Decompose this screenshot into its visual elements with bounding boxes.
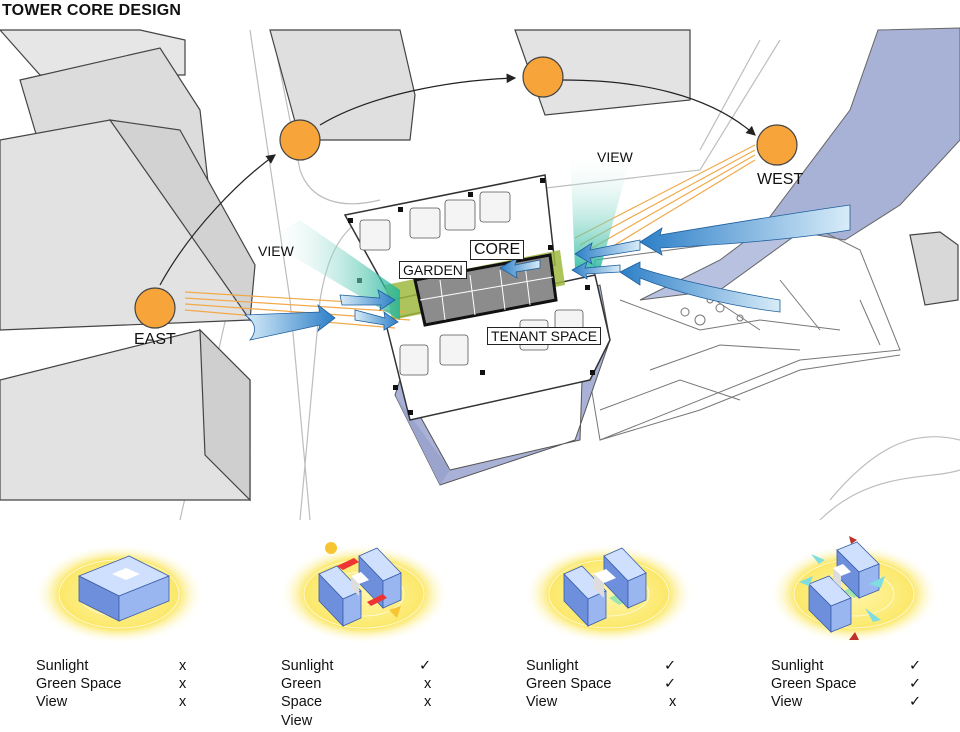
sun-noon bbox=[522, 56, 564, 98]
criterion-mark: x bbox=[669, 694, 677, 711]
option-3-diagram bbox=[524, 544, 694, 644]
criterion-row: Sunlight ✓ bbox=[526, 657, 686, 675]
option-1-diagram bbox=[34, 544, 204, 644]
sun-rays bbox=[184, 144, 756, 329]
sun-icons bbox=[134, 56, 798, 329]
criterion-label: Green Space bbox=[771, 676, 857, 693]
criterion-row: Sunlight ✓ bbox=[281, 657, 441, 675]
page-title: TOWER CORE DESIGN bbox=[2, 2, 182, 19]
criterion-mark: ✓ bbox=[664, 658, 677, 674]
criterion-label: View bbox=[771, 694, 803, 711]
west-label: WEST bbox=[757, 171, 804, 188]
criterion-label: View bbox=[526, 694, 558, 711]
core-block bbox=[413, 253, 558, 327]
view-left-label: VIEW bbox=[258, 243, 294, 259]
criterion-label: View bbox=[36, 694, 68, 711]
context-buildings bbox=[0, 29, 959, 502]
criterion-row: Green Space ✓ bbox=[526, 675, 686, 693]
criterion-row: View x bbox=[526, 693, 686, 711]
view-cone-left bbox=[265, 220, 400, 320]
criterion-row: View ✓ bbox=[771, 693, 931, 711]
criterion-label: Sunlight bbox=[36, 658, 89, 674]
criterion-label: Green bbox=[281, 676, 322, 693]
flow-arrows bbox=[243, 204, 851, 341]
criterion-label: Green Space bbox=[526, 676, 612, 693]
criterion-mark: ✓ bbox=[909, 676, 922, 693]
criterion-label: Sunlight bbox=[281, 658, 334, 674]
adjacent-tower bbox=[759, 27, 960, 241]
criterion-row: View x bbox=[36, 693, 196, 711]
sun-midmorning bbox=[279, 119, 321, 161]
criterion-label: Sunlight bbox=[771, 658, 824, 674]
option-3-criteria: Sunlight ✓ Green Space ✓ View x bbox=[526, 657, 686, 712]
criterion-row: Sunlight ✓ bbox=[771, 657, 931, 675]
option-1-criteria: Sunlight x Green Space x View x bbox=[36, 657, 196, 712]
tenant-space-callout: TENANT SPACE bbox=[487, 327, 602, 345]
option-4-criteria: Sunlight ✓ Green Space ✓ View ✓ bbox=[771, 657, 931, 712]
criterion-mark: x bbox=[424, 694, 432, 711]
criterion-mark: ✓ bbox=[664, 676, 677, 693]
criterion-row: Green x bbox=[281, 675, 441, 693]
east-label: EAST bbox=[134, 331, 176, 348]
criterion-mark: x bbox=[179, 694, 187, 711]
criterion-row: Sunlight x bbox=[36, 657, 196, 675]
sun-path bbox=[159, 73, 756, 286]
view-cone-top bbox=[570, 150, 630, 270]
criterion-mark: ✓ bbox=[909, 658, 922, 674]
tower-site-axonometric bbox=[0, 27, 960, 521]
sun-east bbox=[134, 287, 176, 329]
criterion-row: Green Space ✓ bbox=[771, 675, 931, 693]
criterion-mark: ✓ bbox=[419, 658, 432, 674]
core-callout: CORE bbox=[470, 240, 525, 260]
criterion-mark: x bbox=[179, 658, 187, 674]
criterion-mark: x bbox=[179, 676, 187, 693]
criterion-mark: ✓ bbox=[909, 694, 922, 711]
criterion-row: Space View x bbox=[281, 693, 441, 729]
view-top-label: VIEW bbox=[597, 149, 633, 165]
sun-west bbox=[756, 124, 798, 166]
option-2-criteria: Sunlight ✓ Green x Space View x bbox=[281, 657, 441, 730]
option-2-diagram bbox=[279, 542, 449, 644]
garden-callout: GARDEN bbox=[399, 261, 467, 279]
criterion-row: Green Space x bbox=[36, 675, 196, 693]
criterion-label: Sunlight bbox=[526, 658, 579, 674]
criterion-label: Green Space bbox=[36, 676, 122, 693]
option-4-diagram bbox=[769, 536, 939, 644]
criterion-mark: x bbox=[424, 676, 432, 693]
criterion-label: Space View bbox=[281, 694, 323, 729]
